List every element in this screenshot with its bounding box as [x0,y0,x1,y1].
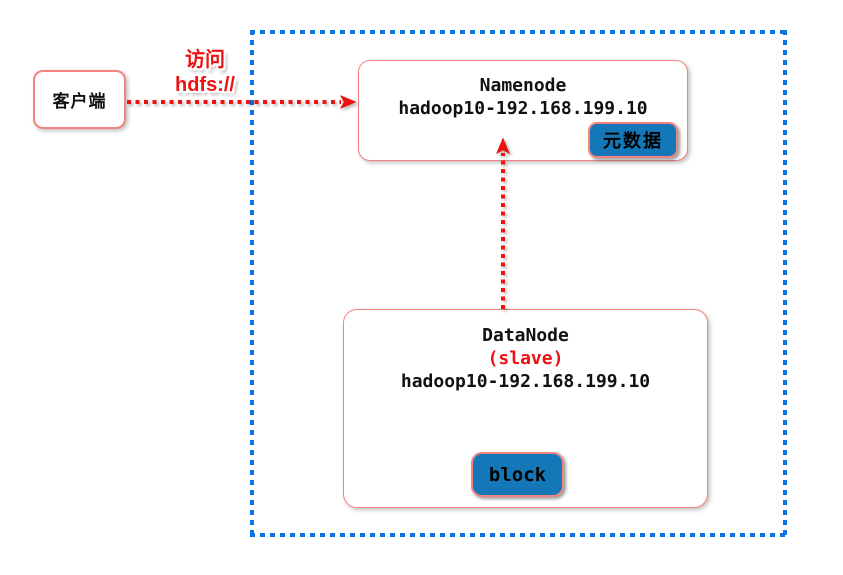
datanode-role: (slave) [487,348,564,369]
namenode-host: hadoop10-192.168.199.10 [398,98,648,119]
access-label-line1: 访问 [185,47,225,71]
access-label-line2: hdfs:// [175,74,235,96]
namenode-title: Namenode [479,75,567,96]
client-box: 客户端 [33,70,126,129]
access-protocol-label: 访问 hdfs:// [160,46,250,98]
datanode-host: hadoop10-192.168.199.10 [400,371,651,392]
client-label: 客户端 [52,92,107,112]
datanode-box: DataNode (slave) hadoop10-192.168.199.10… [343,309,708,508]
block-badge: block [471,452,564,497]
metadata-badge: 元数据 [588,122,678,158]
datanode-title: DataNode [482,325,569,346]
namenode-box: Namenode hadoop10-192.168.199.10 元数据 [358,60,688,161]
